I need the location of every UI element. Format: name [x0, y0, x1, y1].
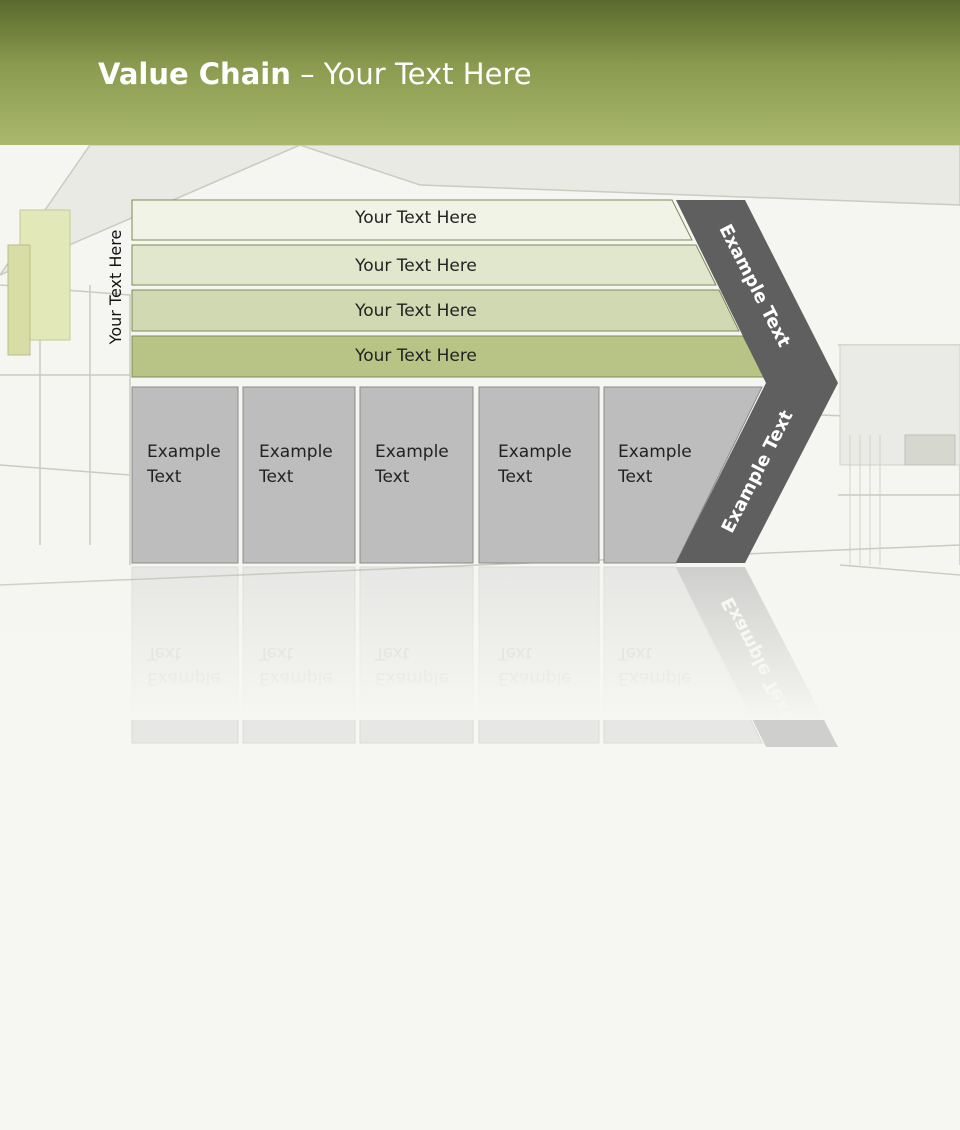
- row-4-label: Your Text Here: [355, 346, 477, 366]
- vertical-label: Your Text Here: [106, 229, 125, 345]
- title-rest: – Your Text Here: [290, 57, 532, 91]
- row-1-label: Your Text Here: [355, 208, 477, 228]
- row-1-bar: [131, 199, 693, 241]
- page-title: Value Chain – Your Text Here: [98, 52, 532, 96]
- chevron-shape: [676, 200, 838, 563]
- cell-2-box: [242, 386, 356, 564]
- title-bar: Value Chain – Your Text Here: [0, 0, 960, 145]
- row-2-label: Your Text Here: [355, 256, 477, 276]
- cell-3-box: [359, 386, 474, 564]
- row-2-bar: [131, 244, 717, 286]
- cell-4-box: [478, 386, 600, 564]
- cell-2-label: Example Text: [259, 442, 333, 487]
- title-bold: Value Chain: [98, 57, 291, 91]
- cell-4-label: Example Text: [498, 442, 572, 487]
- row-3-bar: [131, 289, 740, 332]
- cell-1-label: Example Text: [147, 442, 221, 487]
- cell-5-label: Example Text: [618, 442, 692, 487]
- cell-3-label: Example Text: [375, 442, 449, 487]
- value-chain-diagram: [131, 199, 838, 564]
- cell-1-box: [131, 386, 239, 564]
- row-3-label: Your Text Here: [355, 301, 477, 321]
